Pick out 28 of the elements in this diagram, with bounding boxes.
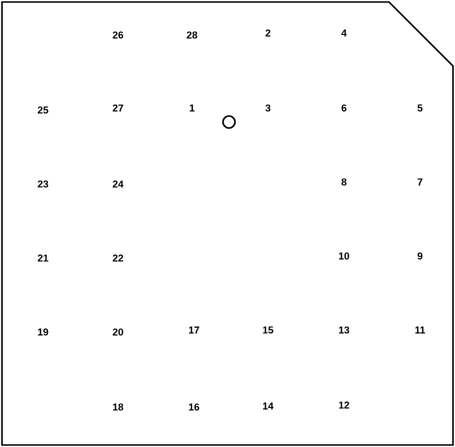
pin-number: 9 [418, 252, 422, 260]
pin-number: 11 [415, 326, 426, 334]
pin-number: 24 [112, 180, 124, 188]
pin-number: 16 [189, 403, 200, 411]
pin-number: 19 [38, 328, 48, 336]
pin-number: 20 [112, 328, 124, 336]
pin-number: 13 [339, 326, 350, 334]
pin-number: 25 [38, 106, 48, 114]
pin-number: 26 [112, 31, 124, 39]
pin-number: 10 [339, 252, 350, 260]
pin-number: 14 [263, 402, 274, 410]
pin-number: 21 [38, 254, 48, 262]
pin-number: 6 [342, 104, 346, 112]
pin-number: 2 [266, 30, 270, 36]
pin-number: 27 [112, 104, 124, 112]
pin-number: 22 [112, 254, 124, 262]
pin-number: 28 [186, 31, 198, 39]
pin-number: 5 [418, 104, 422, 112]
pin-number: 4 [341, 30, 347, 36]
pin-number: 23 [38, 180, 48, 188]
pin-number: 7 [418, 178, 422, 186]
pin-number: 18 [113, 403, 124, 411]
pin-number: 12 [339, 402, 350, 408]
pin-number: 3 [265, 104, 270, 112]
pin-number: 8 [342, 178, 346, 186]
pin-number: 15 [263, 326, 274, 334]
pin-number: 1 [190, 104, 194, 112]
pin-number: 17 [189, 326, 200, 334]
